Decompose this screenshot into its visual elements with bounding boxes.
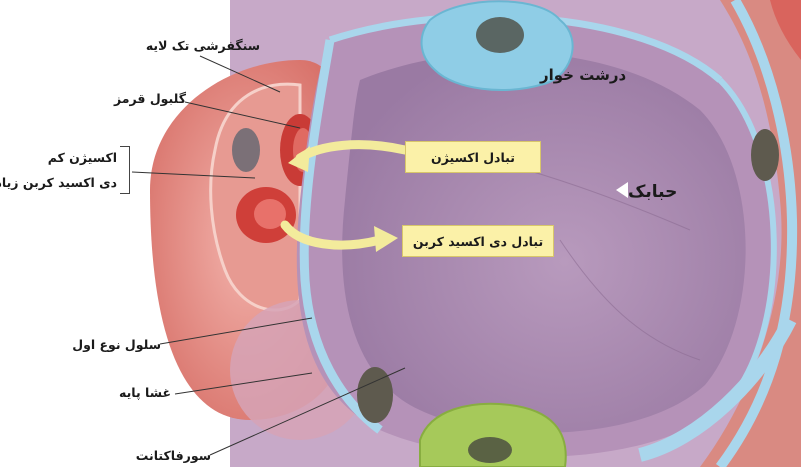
label-bracket [120,146,130,194]
label-macrophage: درشت خوار [540,66,626,84]
co2-exchange-box: تبادل دی اکسید کربن [402,225,554,257]
surfactant-nucleus [468,437,512,463]
wall-cell-nucleus [751,129,779,181]
label-squamous: سنگفرشی تک لایه [146,38,260,53]
label-surfactant: سورفاکتانت [136,448,211,463]
label-low-oxygen: اکسیژن کم [48,150,117,165]
label-high-co2: دی اکسید کربن زیاد [0,175,117,190]
macrophage-nucleus [476,17,524,53]
label-type1-cell: سلول نوع اول [72,337,161,352]
oxygen-exchange-box: تبادل اکسیژن [405,141,541,173]
label-rbc: گلبول قرمز [114,91,186,106]
label-alveolus: حبابک [628,182,677,202]
endothelial-nucleus [232,128,260,172]
label-basement-membrane: غشا پایه [119,385,171,400]
